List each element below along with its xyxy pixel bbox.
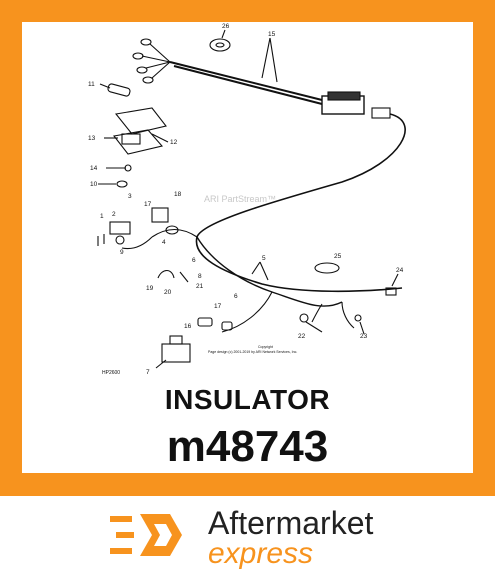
callout-15: 15 — [268, 31, 276, 38]
callout-5: 5 — [262, 255, 266, 262]
copyright-line-1: Copyright — [258, 345, 273, 349]
callout-11: 11 — [88, 81, 95, 88]
callout-24: 24 — [396, 267, 404, 274]
part-number: m48743 — [166, 422, 329, 471]
watermark: ARI PartStream™ — [204, 194, 276, 204]
callout-12: 12 — [170, 139, 178, 146]
callout-20: 20 — [164, 289, 172, 296]
callout-19: 19 — [146, 285, 154, 292]
callout-9: 9 — [120, 249, 124, 256]
callout-25: 25 — [334, 253, 342, 260]
callout-17b: 17 — [214, 303, 222, 310]
callout-3: 3 — [128, 193, 132, 200]
product-name: INSULATOR — [164, 384, 331, 415]
callout-6: 6 — [192, 257, 196, 264]
callout-13: 13 — [88, 135, 96, 142]
callout-22: 22 — [298, 333, 306, 340]
callout-23: 23 — [360, 333, 368, 340]
brand-footer — [0, 496, 495, 575]
product-panel: 26 15 11 13 12 14 10 3 18 17 1 2 9 4 6 8… — [22, 22, 473, 473]
copyright-line-2: Page design (c) 2001-2019 by ARI Network… — [208, 350, 297, 354]
callout-10: 10 — [90, 181, 98, 188]
callout-16: 16 — [184, 323, 192, 330]
callout-6b: 6 — [234, 293, 238, 300]
callout-7: 7 — [146, 369, 150, 376]
callout-4: 4 — [162, 239, 166, 246]
brand-tagline: express — [208, 537, 314, 570]
callout-26: 26 — [222, 23, 230, 30]
callout-21: 21 — [196, 283, 204, 290]
callout-14: 14 — [90, 165, 98, 172]
callout-8: 8 — [198, 273, 202, 280]
callout-17: 17 — [144, 201, 152, 208]
figure-code: HP2600 — [102, 370, 120, 376]
callout-1: 1 — [100, 213, 104, 220]
brand-name: Aftermarket — [208, 505, 374, 541]
parts-diagram: 26 15 11 13 12 14 10 3 18 17 1 2 9 4 6 8… — [88, 23, 406, 376]
speed-hexagon-icon — [110, 514, 182, 556]
callout-18: 18 — [174, 191, 182, 198]
callout-2: 2 — [112, 211, 116, 218]
